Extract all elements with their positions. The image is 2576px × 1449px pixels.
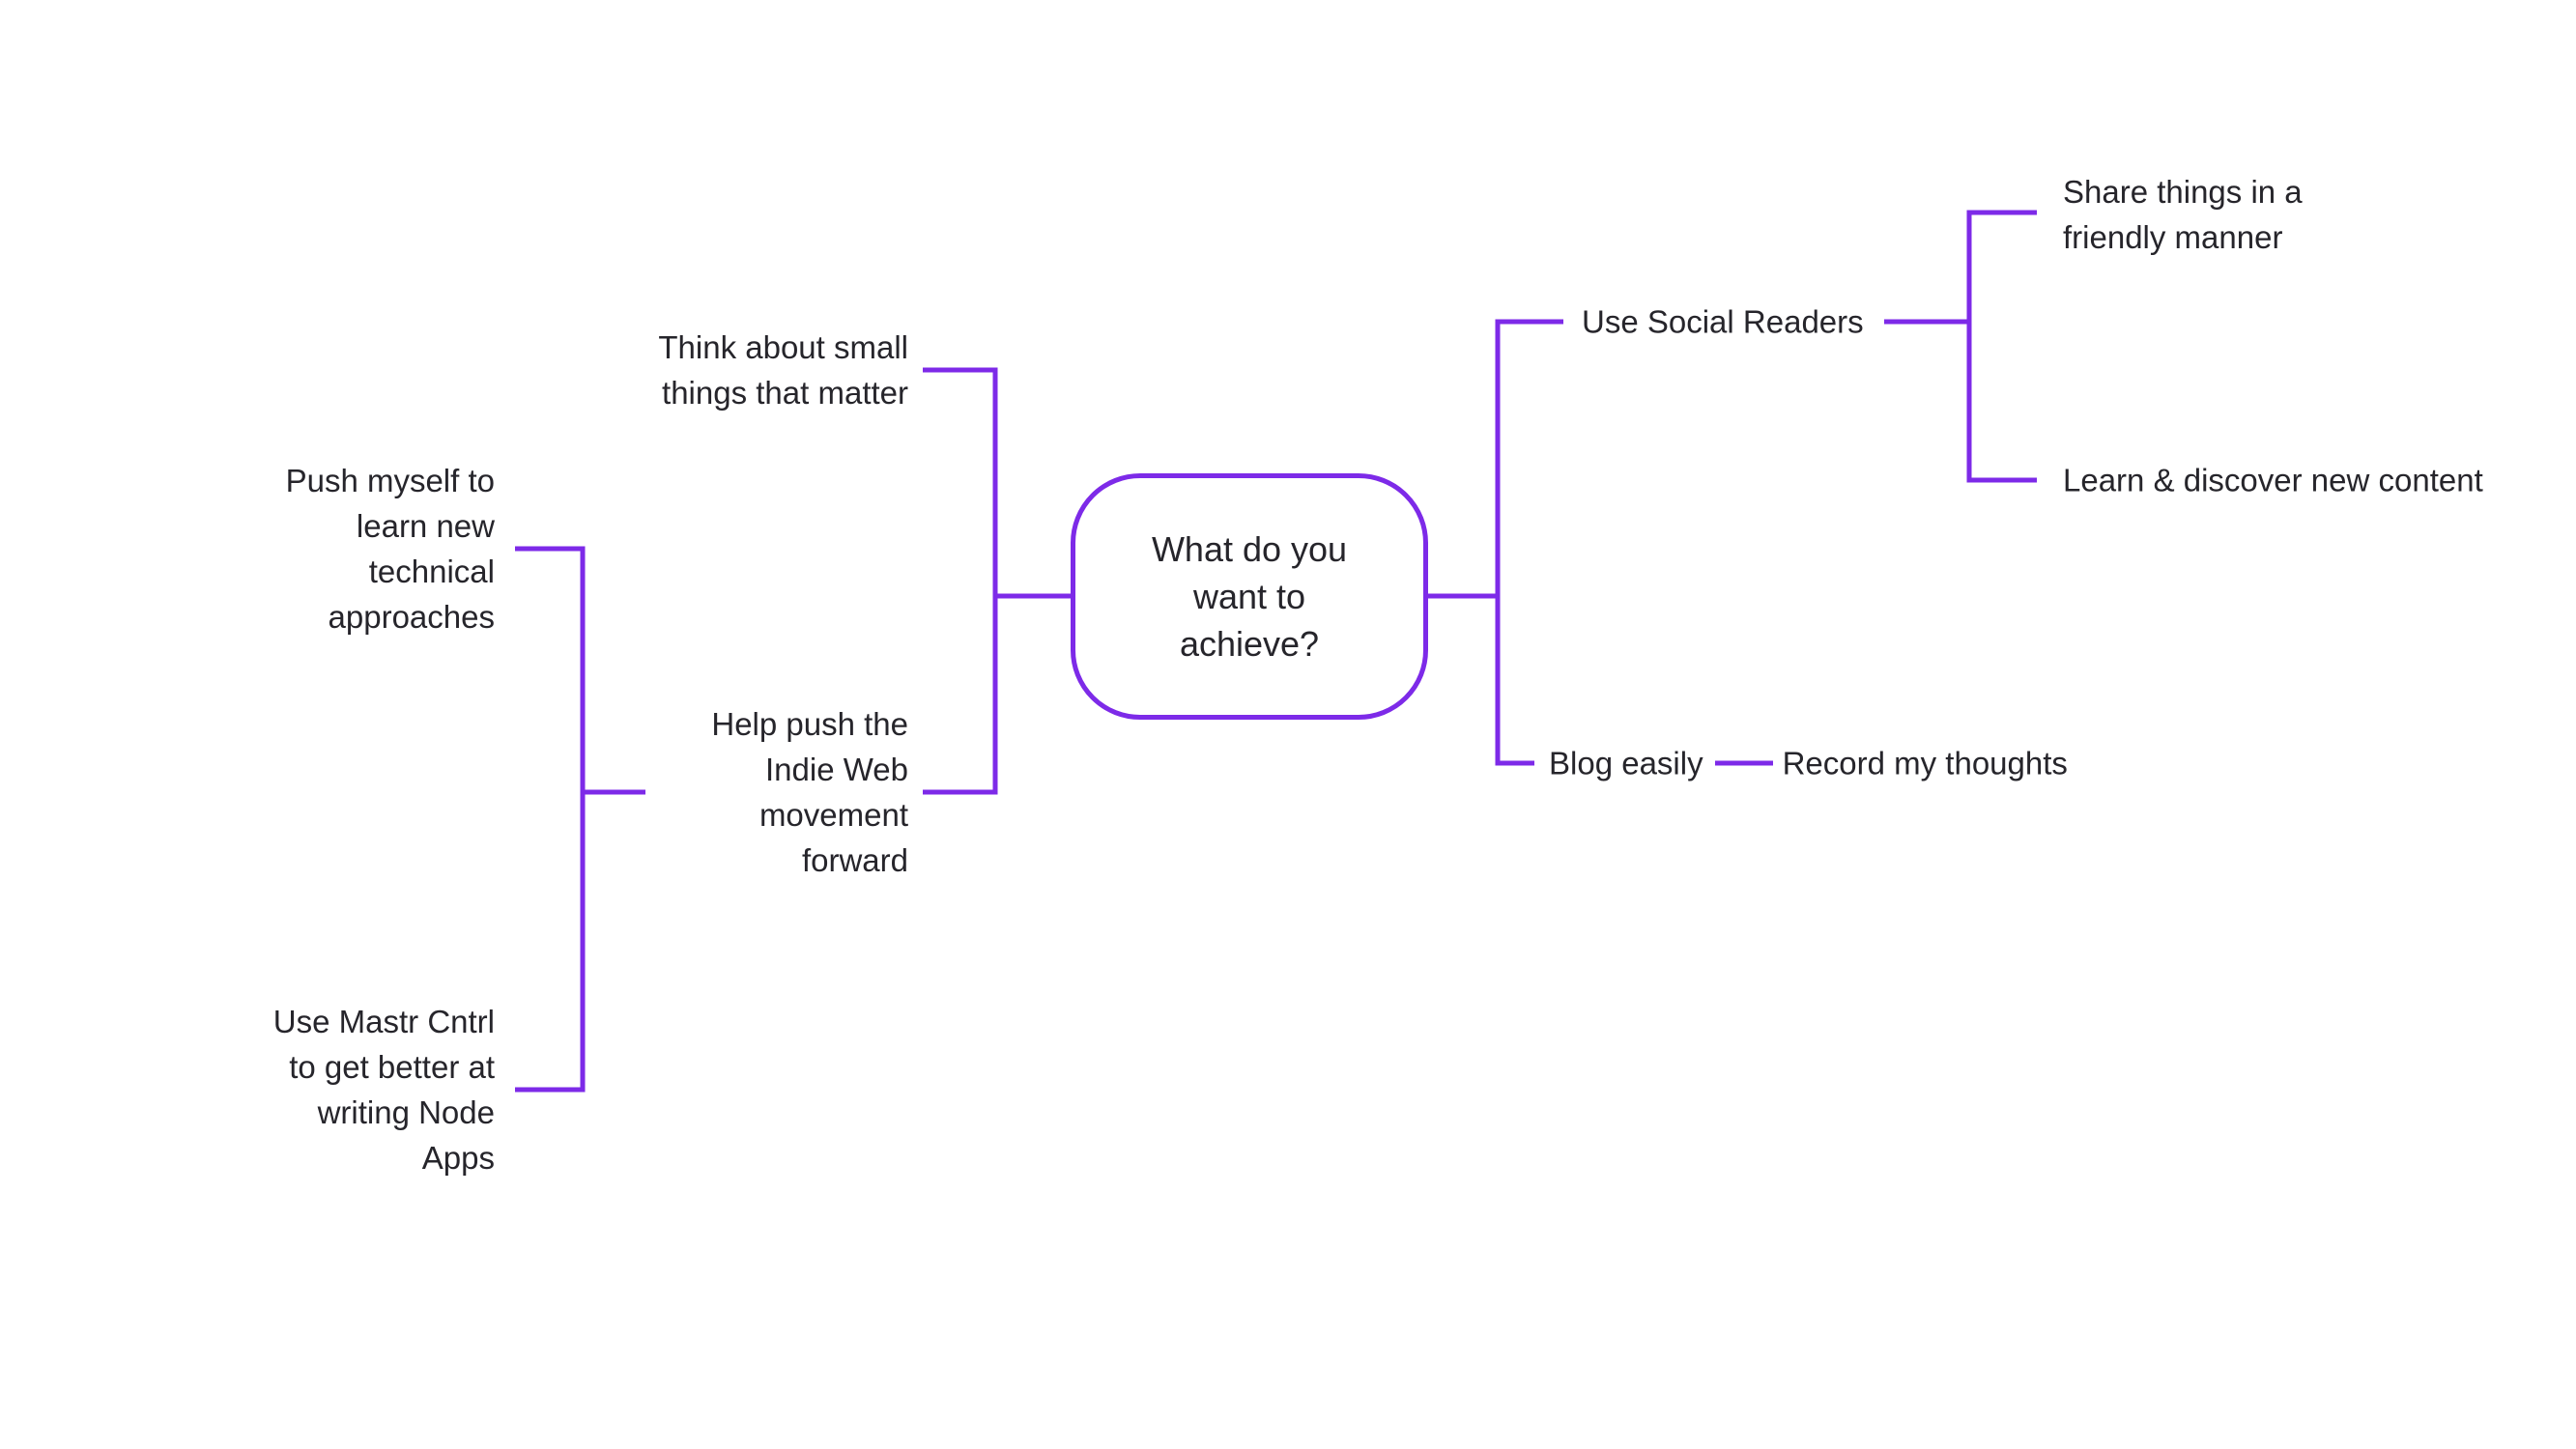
node-use-mastr-cntrl[interactable]: Use Mastr Cntrl to get better at writing… (272, 1004, 495, 1176)
root-node[interactable]: What do you want to achieve? (1071, 473, 1428, 720)
node-learn-discover-content[interactable]: Learn & discover new content (2063, 462, 2483, 498)
node-blog-easily[interactable]: Blog easily (1549, 745, 1703, 781)
connector-blog-record-tick (1714, 760, 1773, 766)
node-record-my-thoughts[interactable]: Record my thoughts (1782, 745, 2068, 781)
connector-social-subtrunk (1966, 210, 2037, 483)
root-node-label: What do you want to achieve? (1151, 529, 1348, 664)
node-share-things-friendly[interactable]: Share things in a friendly manner (2063, 174, 2303, 255)
connector-right-trunk (1495, 319, 1563, 766)
node-think-about-small-things[interactable]: Think about small things that matter (658, 329, 908, 411)
blog-branch-row: Blog easily Record my thoughts (1549, 741, 2068, 786)
node-push-myself-learn[interactable]: Push myself to learn new technical appro… (285, 463, 495, 635)
node-help-push-indie-web[interactable]: Help push the Indie Web movement forward (711, 706, 908, 878)
connector-left-subtrunk (515, 546, 586, 1093)
node-use-social-readers[interactable]: Use Social Readers (1582, 303, 1864, 340)
connector-left-trunk (923, 367, 998, 795)
